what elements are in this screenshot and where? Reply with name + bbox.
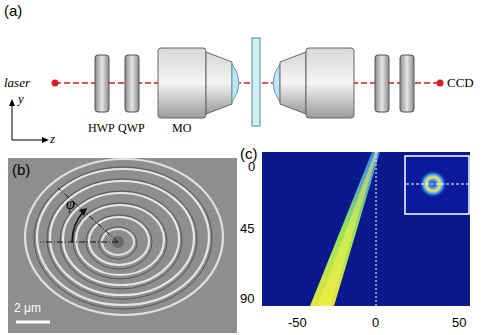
- panel-letter: (c): [240, 146, 258, 161]
- tick-label: 0: [372, 316, 379, 329]
- tick-label: 0: [248, 160, 255, 173]
- panel-letter: (b): [12, 162, 30, 177]
- tick-label: 90: [240, 292, 254, 305]
- detector-label: CCD: [447, 76, 474, 89]
- angle-symbol: φ: [66, 196, 75, 212]
- tick-label: -50: [288, 316, 307, 329]
- axis-name: z: [50, 132, 55, 145]
- tick-label: 45: [240, 222, 254, 235]
- part-name: HWP: [88, 122, 115, 134]
- source-label: laser: [4, 76, 30, 89]
- panel-letter: (a): [4, 3, 22, 18]
- part-name: QWP: [118, 122, 145, 134]
- tick-label: 50: [452, 316, 466, 329]
- part-name: MO: [172, 122, 191, 134]
- scale-bar-label: 2 μm: [14, 302, 41, 314]
- axis-name: y: [18, 92, 24, 105]
